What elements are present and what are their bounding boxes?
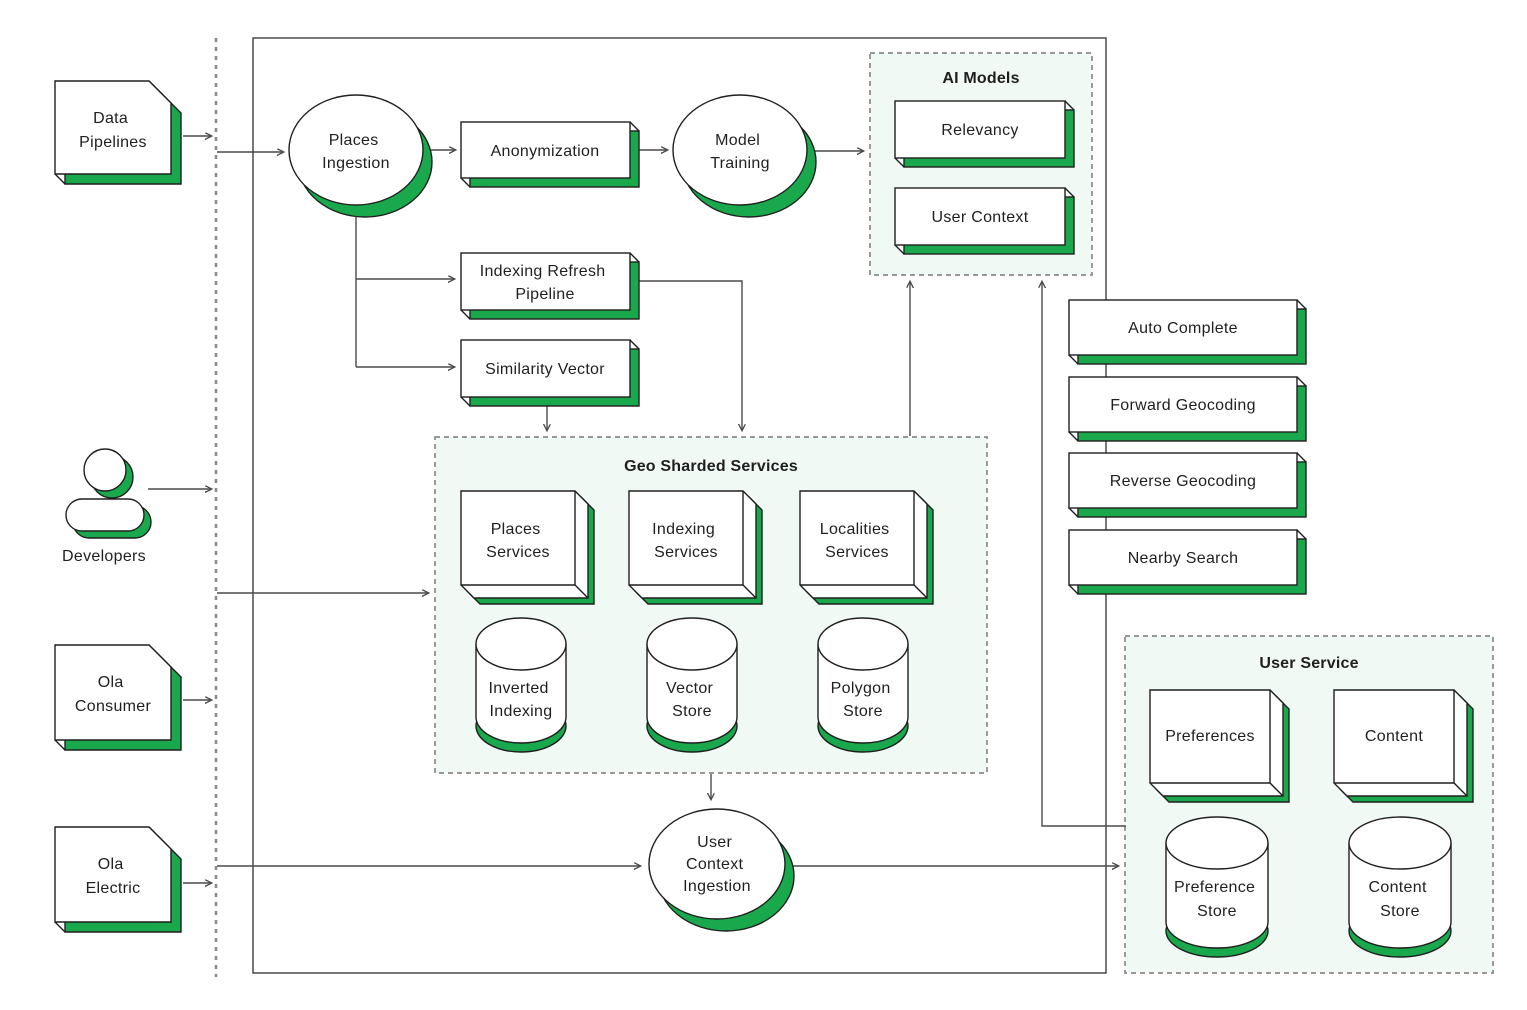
node-ola-consumer: Ola Consumer [54,644,182,751]
node-indexing-refresh-pipeline: Indexing Refresh Pipeline [460,252,640,320]
node-reverse-geocoding: Reverse Geocoding [1068,452,1307,518]
node-preference-store: Preference Store [1165,816,1269,958]
similarity-vector-label: Similarity Vector [485,361,605,378]
node-localities-services: Localities Services [799,490,934,605]
ola-consumer-label: Ola Consumer [75,674,152,715]
node-vector-store: Vector Store [646,617,738,753]
node-model-training: Model Training [672,94,817,218]
nearby-search-label: Nearby Search [1128,550,1239,567]
node-content: Content [1333,689,1474,803]
edges [148,136,1126,883]
developers-person-icon: Developers [62,448,152,565]
node-anonymization: Anonymization [460,121,640,188]
indexing-refresh-pipeline-label: Indexing Refresh Pipeline [480,263,611,303]
places-ingestion-label: Places Ingestion [322,132,390,172]
polygon-store-label: Polygon Store [831,680,896,720]
node-indexing-services: Indexing Services [628,490,763,605]
node-auto-complete: Auto Complete [1068,299,1307,365]
node-polygon-store: Polygon Store [817,617,909,753]
ai-models-title: AI Models [942,70,1019,87]
node-user-context: User Context [894,187,1075,255]
node-places-services: Places Services [460,490,595,605]
preferences-label: Preferences [1165,728,1255,745]
node-user-context-ingestion: User Context Ingestion [648,808,795,932]
ola-electric-label: Ola Electric [86,856,141,897]
node-inverted-indexing-store: Inverted Indexing [475,617,567,753]
localities-services-label: Localities Services [820,521,894,561]
node-similarity-vector: Similarity Vector [460,339,640,407]
content-label: Content [1365,728,1423,745]
content-store-label: Content Store [1369,879,1432,920]
node-nearby-search: Nearby Search [1068,529,1307,595]
node-preferences: Preferences [1149,689,1290,803]
node-forward-geocoding: Forward Geocoding [1068,376,1307,442]
node-places-ingestion: Places Ingestion [288,94,433,218]
node-ola-electric: Ola Electric [54,826,182,933]
user-context-label: User Context [932,209,1029,226]
node-content-store: Content Store [1348,816,1452,958]
anonymization-label: Anonymization [491,143,600,160]
reverse-geocoding-label: Reverse Geocoding [1110,473,1257,490]
data-pipelines-label: Data Pipelines [79,110,147,151]
vector-store-label: Vector Store [666,680,718,720]
edge-user-service-to-ai-models [1042,282,1126,827]
node-relevancy: Relevancy [894,100,1075,168]
model-training-label: Model Training [710,132,770,172]
geo-sharded-services-title: Geo Sharded Services [624,458,798,475]
user-service-title: User Service [1259,655,1358,672]
forward-geocoding-label: Forward Geocoding [1110,397,1256,414]
user-context-ingestion-label: User Context Ingestion [683,834,751,895]
preference-store-label: Preference Store [1174,879,1260,920]
inverted-indexing-label: Inverted Indexing [489,680,554,720]
auto-complete-label: Auto Complete [1128,320,1238,337]
edge-indexing-refresh-to-geo-sharded [631,280,742,430]
node-data-pipelines: Data Pipelines [54,80,182,185]
relevancy-label: Relevancy [941,122,1018,139]
developers-label: Developers [62,548,146,565]
places-services-label: Places Services [486,521,550,561]
indexing-services-label: Indexing Services [652,521,720,561]
